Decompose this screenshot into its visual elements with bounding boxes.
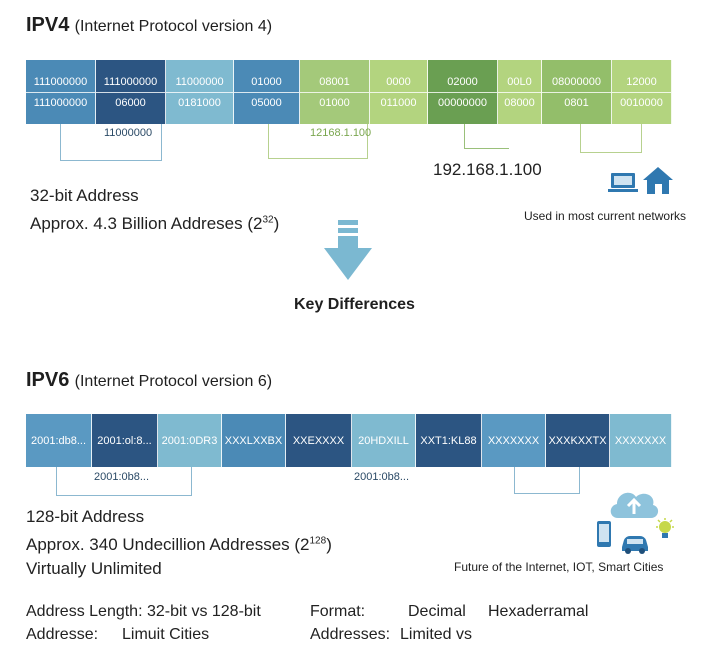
ipv4-cell-top: 02000 bbox=[447, 75, 478, 88]
ipv4-cell-bottom: 111000000 bbox=[33, 96, 88, 109]
ipv4-octet-cell: 01000 05000 bbox=[234, 60, 300, 124]
ipv4-usage-note: Used in most current networks bbox=[524, 209, 687, 223]
phone-icon bbox=[597, 521, 611, 547]
ipv6-hextet-cell: XXXXXXX bbox=[482, 414, 546, 467]
ipv4-cell-top: 08000000 bbox=[552, 75, 601, 88]
ipv6-count-line: Approx. 340 Undecillion Addresses (2128) bbox=[26, 535, 332, 555]
ipv6-hextet-cell: 20HDXILL bbox=[352, 414, 416, 467]
arrow-down-icon bbox=[324, 220, 372, 280]
ipv4-octet-cell: 111000000 06000 bbox=[96, 60, 166, 124]
ipv4-count-text: Approx. 4.3 Billion Addreses (2 bbox=[30, 214, 263, 233]
ipv4-cell-bottom: 00000000 bbox=[438, 96, 487, 109]
ipv4-bracket-right-a bbox=[464, 124, 509, 149]
key-differences-label: Key Differences bbox=[294, 296, 415, 313]
ipv6-usage-note: Future of the Internet, IOT, Smart Citie… bbox=[454, 560, 664, 574]
comparison-length: Address Length: 32-bit vs 128-bit bbox=[26, 603, 261, 620]
comparison-addresses-value: Limuit Cities bbox=[122, 626, 210, 643]
car-icon bbox=[622, 536, 648, 554]
ipv4-octet-cell: 11000000 0181000 bbox=[166, 60, 234, 124]
cloud-upload-icon bbox=[610, 492, 659, 518]
ipv6-unlimited-line: Virtually Unlimited bbox=[26, 559, 162, 578]
ipv4-bracket-label-1: 11000000 bbox=[104, 127, 153, 139]
house-icon bbox=[643, 167, 673, 194]
ipv4-cell-bottom: 06000 bbox=[115, 96, 146, 109]
ipv4-title-bold: IPV4 bbox=[26, 14, 70, 36]
ipv4-cell-top: 08001 bbox=[319, 75, 350, 88]
ipv6-hextet-cell: XXEXXXX bbox=[286, 414, 352, 467]
ipv6-hextet-cell: 2001:0DR3 bbox=[158, 414, 222, 467]
ipv4-cell-top: 12000 bbox=[626, 75, 657, 88]
ipv6-title-sub: (Internet Protocol version 6) bbox=[74, 373, 273, 390]
ipv4-title-sub: (Internet Protocol version 4) bbox=[74, 18, 273, 35]
ipv6-title: IPV6 (Internet Protocol version 6) bbox=[26, 369, 272, 392]
ipv4-address-bar: 111000000 111000000 111000000 06000 11000000… bbox=[26, 60, 672, 124]
cell-divider bbox=[498, 91, 541, 93]
ipv4-cell-bottom: 011000 bbox=[380, 96, 417, 109]
ipv6-title-bold: IPV6 bbox=[26, 369, 70, 391]
ipv6-count-end: ) bbox=[326, 535, 332, 554]
ipv6-count-text: Approx. 340 Undecillion Addresses (2 bbox=[26, 535, 310, 554]
lightbulb-icon bbox=[656, 518, 674, 538]
ipv4-octet-cell: 0000 011000 bbox=[370, 60, 428, 124]
ipv4-cell-bottom: 0181000 bbox=[178, 96, 221, 109]
cell-divider bbox=[300, 91, 369, 93]
ipv4-cell-bottom: 05000 bbox=[251, 96, 282, 109]
ipv4-bracket-right-b bbox=[580, 124, 642, 153]
ipv4-octet-cell: 111000000 111000000 bbox=[26, 60, 96, 124]
cell-divider bbox=[26, 91, 95, 93]
ipv6-hextet-cell: XXXKXXTX bbox=[546, 414, 610, 467]
comparison-format-label: Format: bbox=[310, 603, 366, 620]
ipv6-hextet-cell: XXXXXXX bbox=[610, 414, 672, 467]
cell-divider bbox=[166, 91, 233, 93]
ipv6-count-exponent: 128 bbox=[309, 535, 327, 547]
ipv6-bracket-right bbox=[514, 467, 580, 494]
cell-divider bbox=[234, 91, 299, 93]
ipv4-cell-top: 111000000 bbox=[103, 75, 158, 88]
ipv4-example-address: 192.168.1.100 bbox=[433, 160, 542, 179]
comparison-addresses-value-2: Limited vs bbox=[400, 626, 473, 643]
ipv4-bracket-middle bbox=[268, 124, 368, 159]
ipv4-cell-bottom: 01000 bbox=[319, 96, 350, 109]
ipv6-bit-line: 128-bit Address bbox=[26, 507, 145, 526]
cell-divider bbox=[612, 91, 671, 93]
cell-divider bbox=[96, 91, 165, 93]
ipv4-octet-cell: 08001 01000 bbox=[300, 60, 370, 124]
ipv4-cell-bottom: 08000 bbox=[504, 96, 535, 109]
cell-divider bbox=[428, 91, 497, 93]
ipv4-octet-cell: 02000 00000000 bbox=[428, 60, 498, 124]
comparison-format-hex: Hexaderramal bbox=[488, 603, 589, 620]
ipv4-count-line: Approx. 4.3 Billion Addreses (232) bbox=[30, 214, 279, 234]
ipv4-count-exponent: 32 bbox=[262, 214, 274, 226]
ipv4-cell-top: 01000 bbox=[251, 75, 282, 88]
comparison-addresses-label-2: Addresses: bbox=[310, 626, 391, 643]
ipv4-octet-cell: 00L0 08000 bbox=[498, 60, 542, 124]
ipv6-bracket-left bbox=[56, 467, 192, 496]
ipv6-hextet-cell: 2001:ol:8... bbox=[92, 414, 158, 467]
ipv4-cell-top: 11000000 bbox=[175, 75, 224, 88]
ipv4-count-end: ) bbox=[273, 214, 280, 233]
ipv4-cell-top: 00L0 bbox=[507, 75, 532, 88]
ipv4-bit-line: 32-bit Address bbox=[30, 186, 139, 205]
ipv6-hextet-cell: XXXLXXBX bbox=[222, 414, 286, 467]
laptop-icon bbox=[608, 173, 638, 192]
ipv4-cell-top: 0000 bbox=[386, 75, 411, 88]
ipv4-cell-top: 111000000 bbox=[33, 75, 88, 88]
comparison-addresses-label: Addresse: bbox=[26, 626, 99, 643]
ipv6-bracket-label-1: 2001:0b8... bbox=[94, 471, 150, 483]
ipv4-cell-bottom: 0801 bbox=[564, 96, 589, 109]
ipv6-bracket-label-2: 2001:0b8... bbox=[354, 471, 410, 483]
ipv4-octet-cell: 12000 0010000 bbox=[612, 60, 672, 124]
ipv4-cell-bottom: 0010000 bbox=[620, 96, 663, 109]
ipv6-hextet-cell: XXT1:KL88 bbox=[416, 414, 482, 467]
cell-divider bbox=[370, 91, 427, 93]
ipv6-hextet-cell: 2001:db8... bbox=[26, 414, 92, 467]
ipv4-bracket-label-2: 12168.1.100 bbox=[310, 127, 372, 139]
comparison-format-decimal: Decimal bbox=[408, 603, 466, 620]
cell-divider bbox=[542, 91, 611, 93]
ipv4-octet-cell: 08000000 0801 bbox=[542, 60, 612, 124]
ipv4-bracket-left bbox=[60, 124, 162, 161]
ipv4-title: IPV4 (Internet Protocol version 4) bbox=[26, 14, 272, 37]
